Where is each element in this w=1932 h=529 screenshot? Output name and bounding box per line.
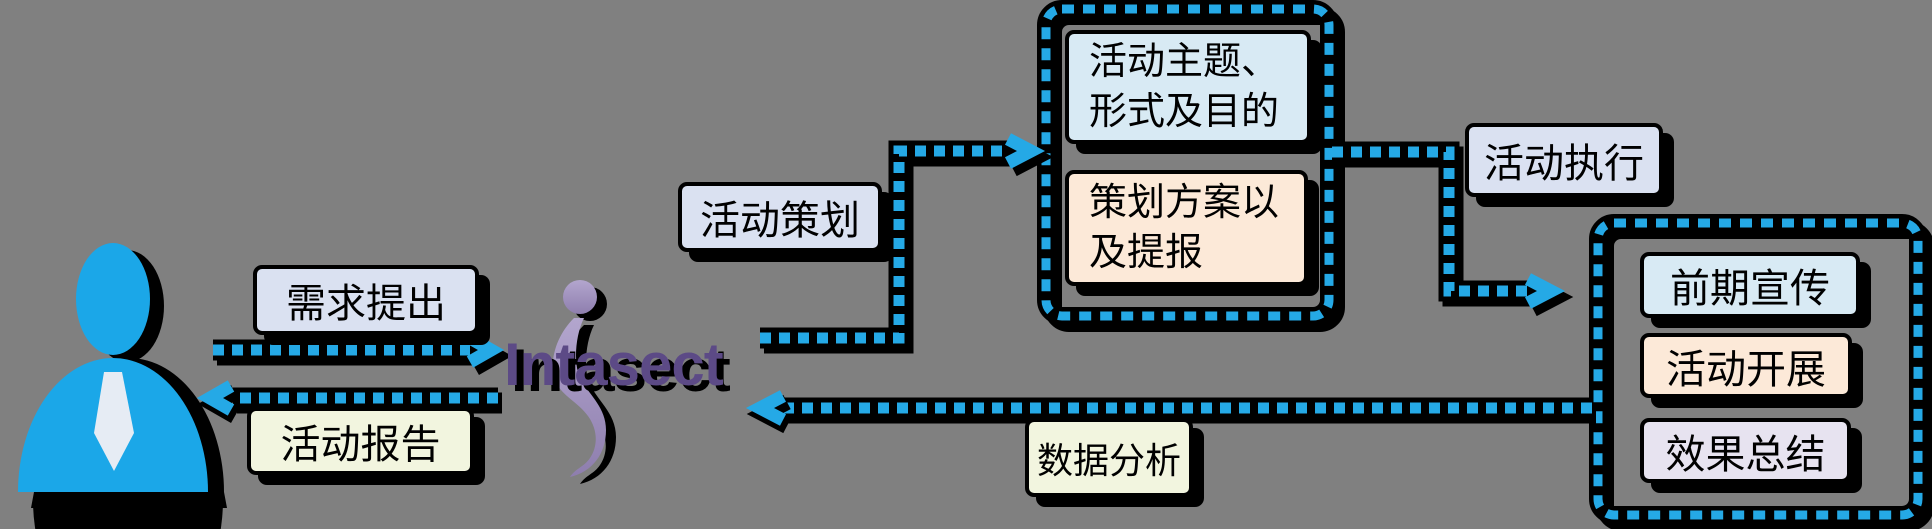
node-report: 活动报告 xyxy=(247,407,474,475)
node-publicity-label: 前期宣传 xyxy=(1670,267,1830,311)
planning-group-frame xyxy=(1037,0,1345,332)
node-summary-label: 效果总结 xyxy=(1665,432,1826,477)
node-summary: 效果总结 xyxy=(1640,418,1851,483)
person-tie xyxy=(94,372,134,471)
node-theme-line2: 形式及目的 xyxy=(1089,91,1280,133)
node-planning: 活动策划 xyxy=(678,182,882,252)
node-demand-label: 需求提出 xyxy=(286,282,446,326)
logo-figure-head xyxy=(563,280,597,314)
arrow-demand-right xyxy=(213,332,513,375)
logo-figure-icon xyxy=(552,280,616,484)
logo-figure-body xyxy=(552,318,606,477)
person-head xyxy=(76,243,150,355)
node-theme: 活动主题、 形式及目的 xyxy=(1065,30,1311,144)
node-execution: 活动执行 xyxy=(1465,123,1663,197)
node-proposal-line1: 策划方案以 xyxy=(1089,181,1280,224)
node-analysis-label: 数据分析 xyxy=(1036,439,1181,481)
node-launch: 活动开展 xyxy=(1640,333,1852,398)
arrow-report-left xyxy=(196,380,502,423)
logo-text: Intasect xyxy=(504,331,724,398)
node-execution-label: 活动执行 xyxy=(1484,142,1644,186)
node-planning-label: 活动策划 xyxy=(700,199,860,243)
node-proposal-line2: 及提报 xyxy=(1089,232,1204,274)
client-person-icon xyxy=(18,243,227,529)
node-demand: 需求提出 xyxy=(253,265,479,335)
execution-group-frame xyxy=(1589,214,1932,529)
arrow-planning-path xyxy=(760,133,1054,354)
arrow-execution-path xyxy=(1332,141,1574,317)
node-publicity: 前期宣传 xyxy=(1640,252,1860,318)
node-proposal: 策划方案以 及提报 xyxy=(1065,170,1308,286)
node-launch-label: 活动开展 xyxy=(1666,347,1826,392)
node-report-label: 活动报告 xyxy=(280,423,441,467)
node-analysis: 数据分析 xyxy=(1025,418,1193,497)
arrow-analysis-return xyxy=(745,390,1596,434)
node-theme-line1: 活动主题、 xyxy=(1089,40,1280,83)
